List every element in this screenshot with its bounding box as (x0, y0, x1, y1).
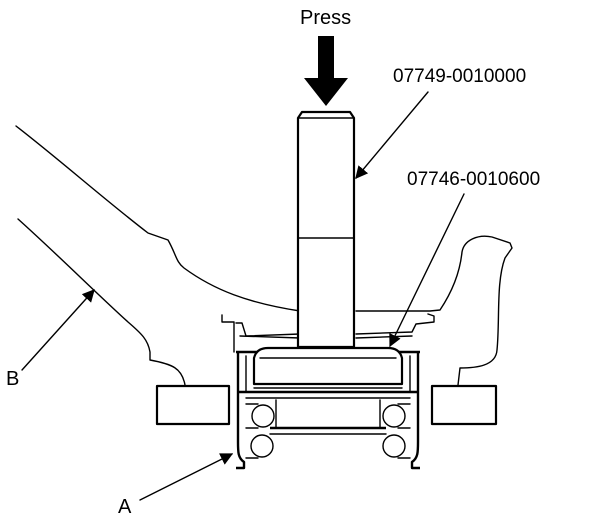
tool-attachment-label: 07746-0010600 (407, 169, 541, 190)
tool-driver-label: 07749-0010000 (393, 66, 527, 87)
leader-tool-attachment (389, 193, 465, 348)
left-support-block (155, 384, 231, 426)
bearing-balls (245, 403, 411, 459)
right-support-block (430, 384, 498, 426)
inner-race (269, 399, 387, 435)
bearing-ball (382, 404, 406, 428)
bearing-ball (250, 434, 274, 458)
part-a-label: A (118, 496, 132, 518)
leader-tool-driver (355, 91, 429, 179)
knuckle-outline (15, 125, 513, 386)
part-b-label: B (6, 368, 20, 390)
attachment-tool (252, 346, 404, 389)
press-arrow-icon (304, 36, 348, 106)
bearing-ball (251, 404, 275, 428)
leader-part-b (21, 289, 95, 371)
press-label: Press (300, 7, 352, 29)
driver-tool (296, 110, 356, 349)
bearing-ball (382, 434, 406, 458)
leader-part-a (139, 453, 234, 501)
